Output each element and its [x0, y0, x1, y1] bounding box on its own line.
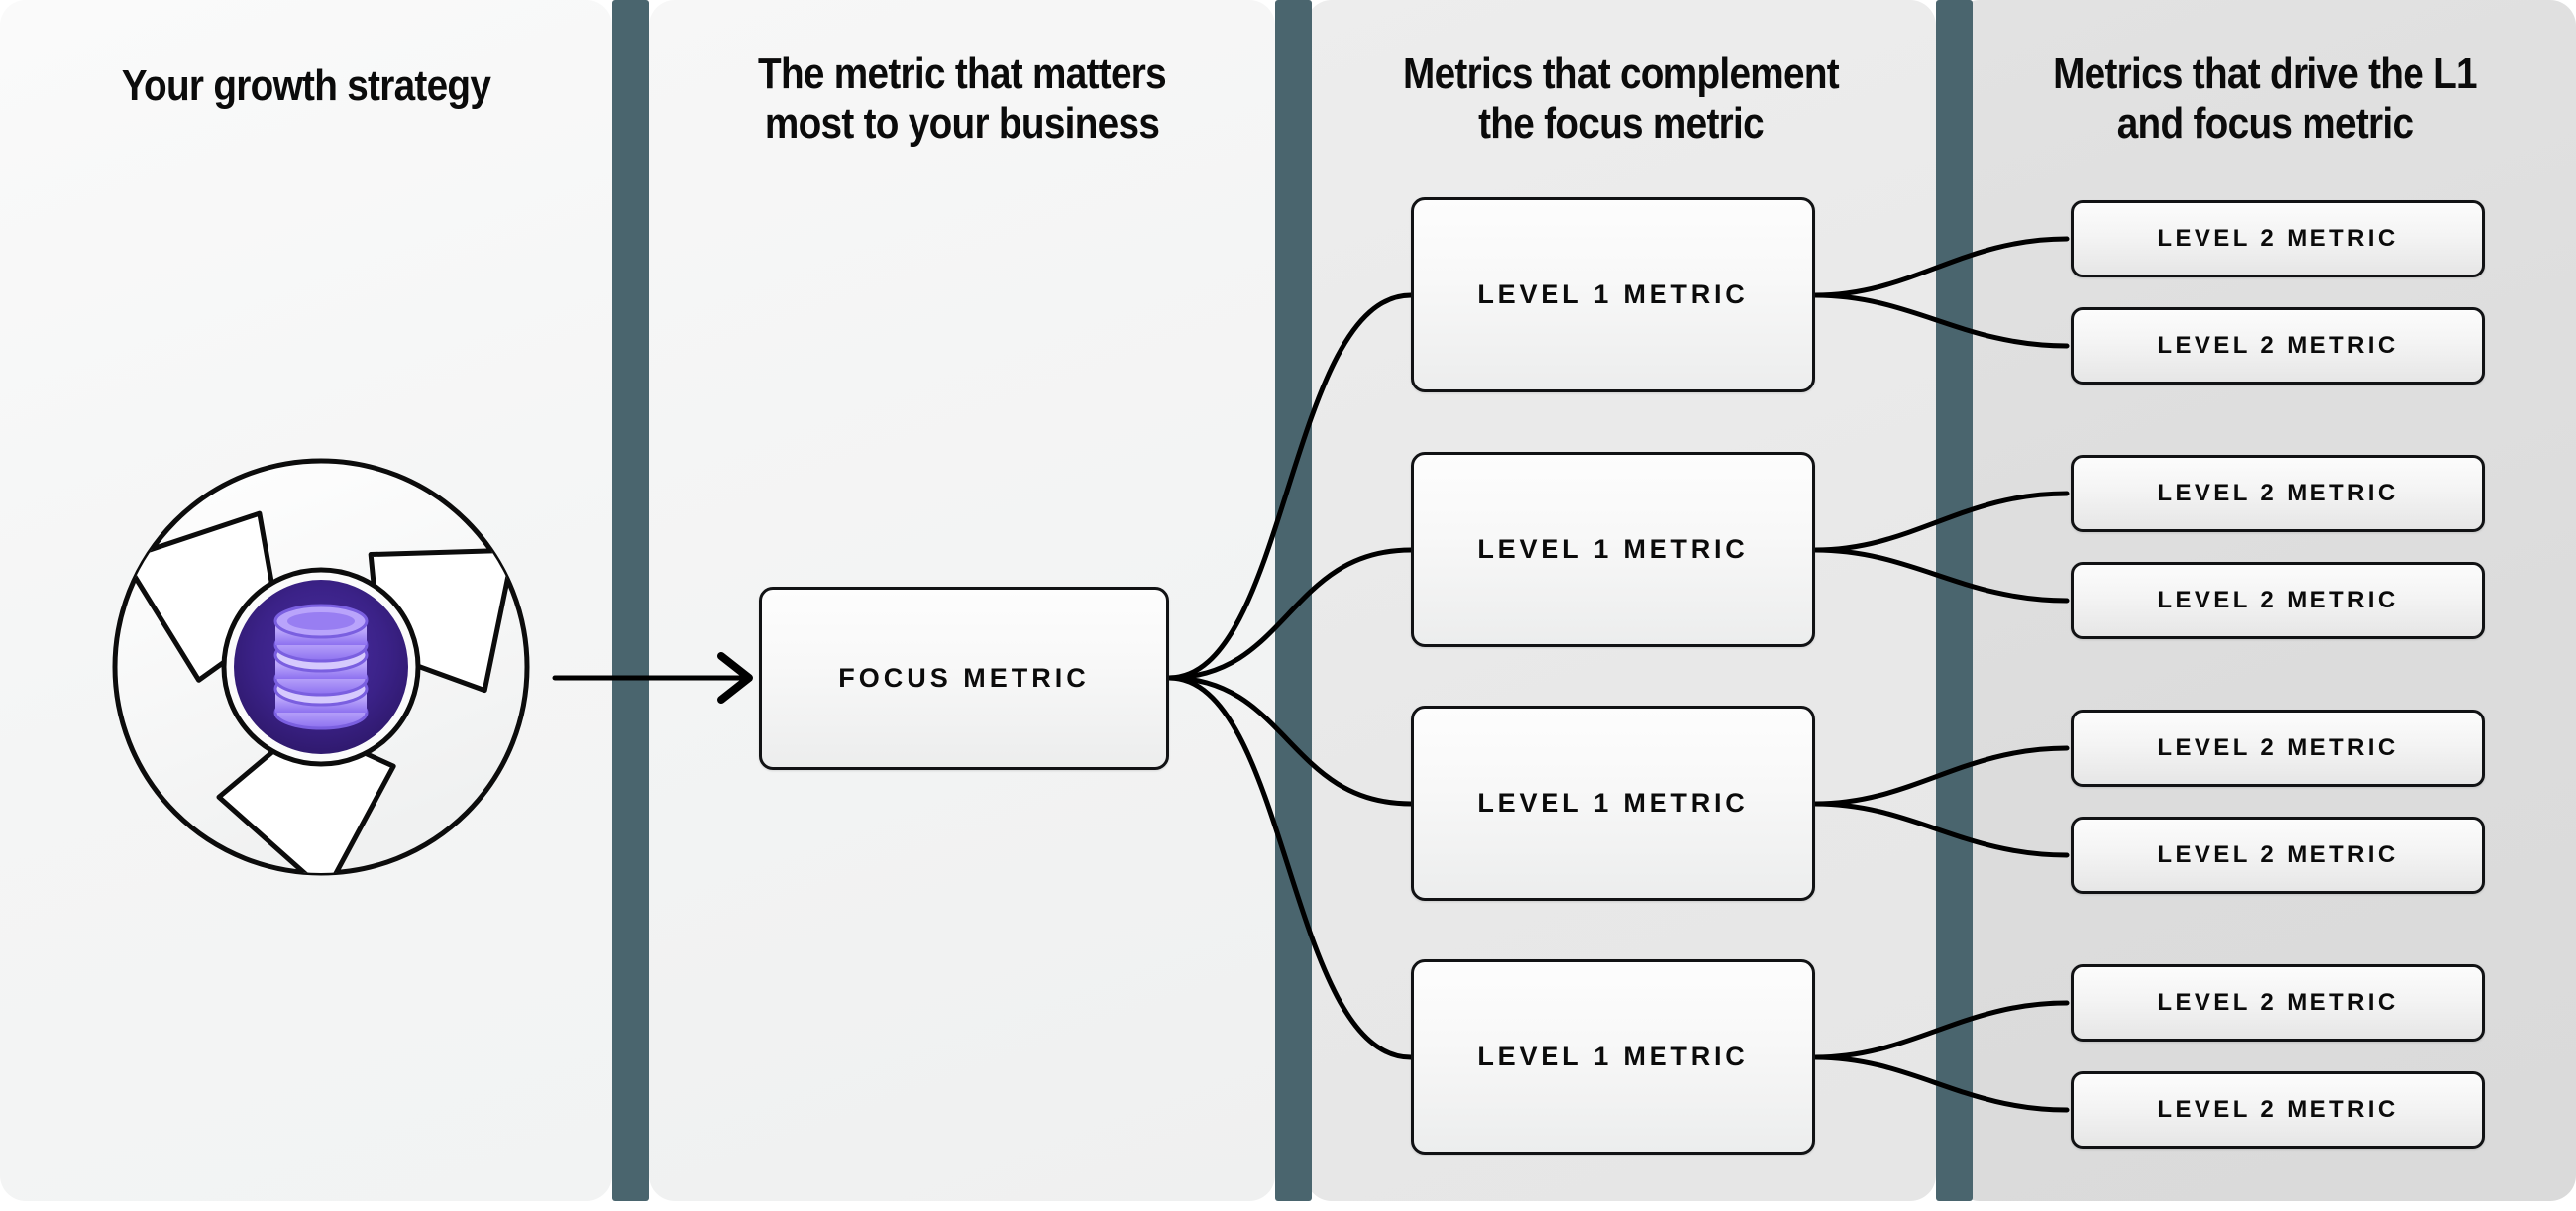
node-level-1-metric[interactable]: LEVEL 1 METRIC: [1411, 452, 1815, 647]
node-level-1-metric[interactable]: LEVEL 1 METRIC: [1411, 959, 1815, 1155]
node-level-2-metric[interactable]: LEVEL 2 METRIC: [2071, 710, 2485, 787]
column-divider-1: [612, 0, 649, 1201]
node-level-2-metric[interactable]: LEVEL 2 METRIC: [2071, 562, 2485, 639]
node-level-2-metric[interactable]: LEVEL 2 METRIC: [2071, 1071, 2485, 1149]
database-icon: [273, 604, 369, 730]
node-focus-metric[interactable]: FOCUS METRIC: [759, 587, 1169, 770]
node-level-1-metric[interactable]: LEVEL 1 METRIC: [1411, 197, 1815, 392]
data-platform-logo: [112, 458, 530, 876]
node-level-2-metric[interactable]: LEVEL 2 METRIC: [2071, 307, 2485, 385]
heading-line: Metrics that drive the L1: [2053, 50, 2478, 98]
node-level-2-metric[interactable]: LEVEL 2 METRIC: [2071, 964, 2485, 1042]
column-divider-2: [1275, 0, 1312, 1201]
heading-line: and focus metric: [2116, 99, 2414, 149]
heading-line: The metric that matters: [757, 50, 1167, 98]
node-level-2-metric[interactable]: LEVEL 2 METRIC: [2071, 817, 2485, 894]
heading-line: Metrics that complement: [1403, 50, 1840, 98]
node-level-2-metric[interactable]: LEVEL 2 METRIC: [2071, 455, 2485, 532]
heading-line: Your growth strategy: [121, 61, 491, 110]
heading-line: most to your business: [764, 99, 1160, 149]
column-heading-growth-strategy: Your growth strategy: [37, 61, 576, 111]
heading-line: the focus metric: [1478, 99, 1765, 149]
column-heading-level-2-metrics: Metrics that drive the L1 and focus metr…: [1991, 50, 2539, 149]
node-level-2-metric[interactable]: LEVEL 2 METRIC: [2071, 200, 2485, 277]
column-heading-level-1-metrics: Metrics that complement the focus metric: [1343, 50, 1898, 149]
node-level-1-metric[interactable]: LEVEL 1 METRIC: [1411, 706, 1815, 901]
column-divider-3: [1936, 0, 1973, 1201]
column-heading-focus-metric: The metric that matters most to your bus…: [687, 50, 1237, 149]
